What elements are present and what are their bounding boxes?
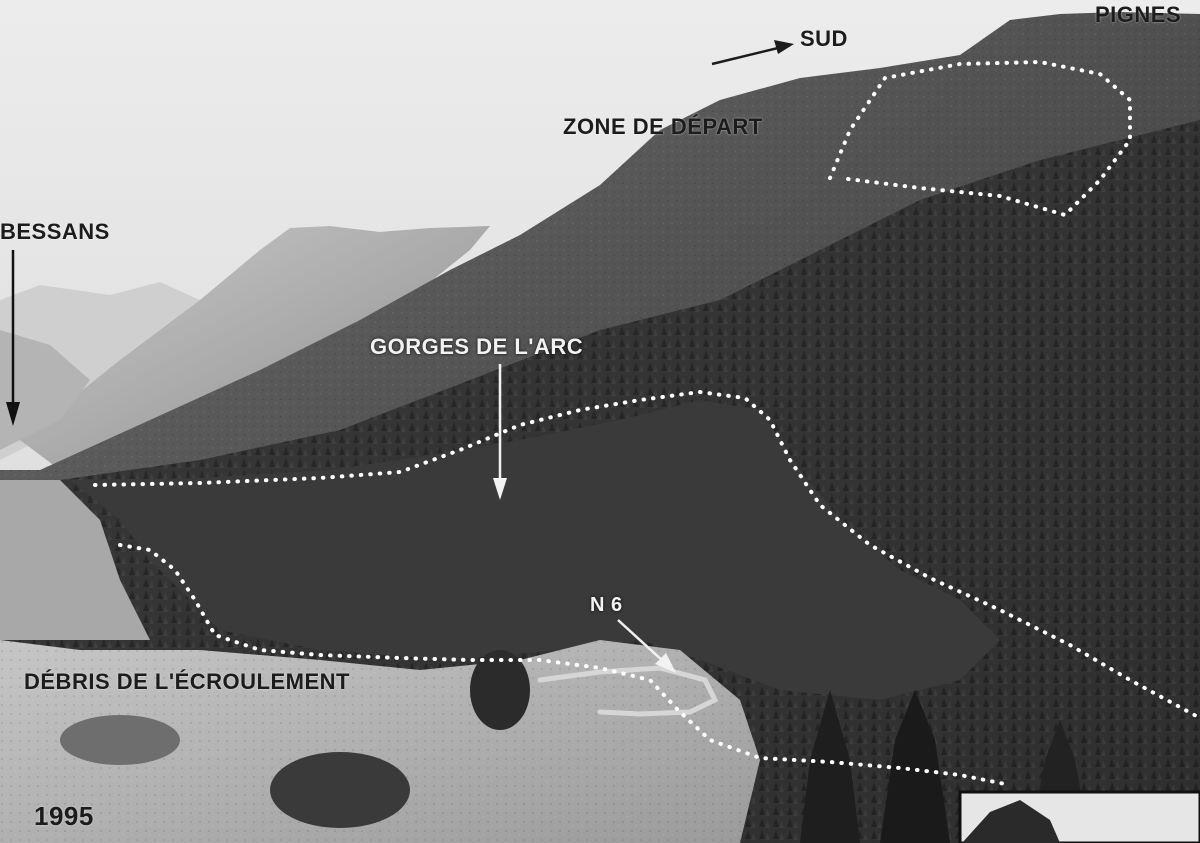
label-pignes: PIGNES [1095,2,1182,27]
far-mountain-ridge [20,226,490,470]
meadow-texture [0,640,760,843]
shrub [470,650,530,730]
fir-tree [880,690,950,843]
label-sud: SUD [800,26,848,51]
debris-lower-outline [118,543,1012,787]
valley-floor-left [0,480,150,640]
shrub [60,715,180,765]
sud-direction-arrow [711,40,794,66]
shrub [270,752,410,828]
n6-road [537,665,719,717]
label-debris-de-l-ecroulement: DÉBRIS DE L'ÉCROULEMENT [24,669,350,694]
inset-tree [962,800,1060,843]
label-bessans: BESSANS [0,219,110,244]
label-n6: N 6 [590,594,623,616]
gorge-forest [70,400,1000,700]
label-year: 1995 [34,801,94,831]
n6-diagonal-arrow-icon [617,619,676,673]
fir-tree [800,690,860,843]
label-zone-de-depart: ZONE DE DÉPART [563,114,763,139]
gorges-down-arrow-icon [493,364,507,500]
departure-zone-outline [828,59,1132,218]
bessans-down-arrow-icon [6,250,20,426]
label-gorges-de-l-arc: GORGES DE L'ARC [370,334,584,359]
debris-upper-outline [93,389,1200,720]
far-left-slope [0,330,90,450]
